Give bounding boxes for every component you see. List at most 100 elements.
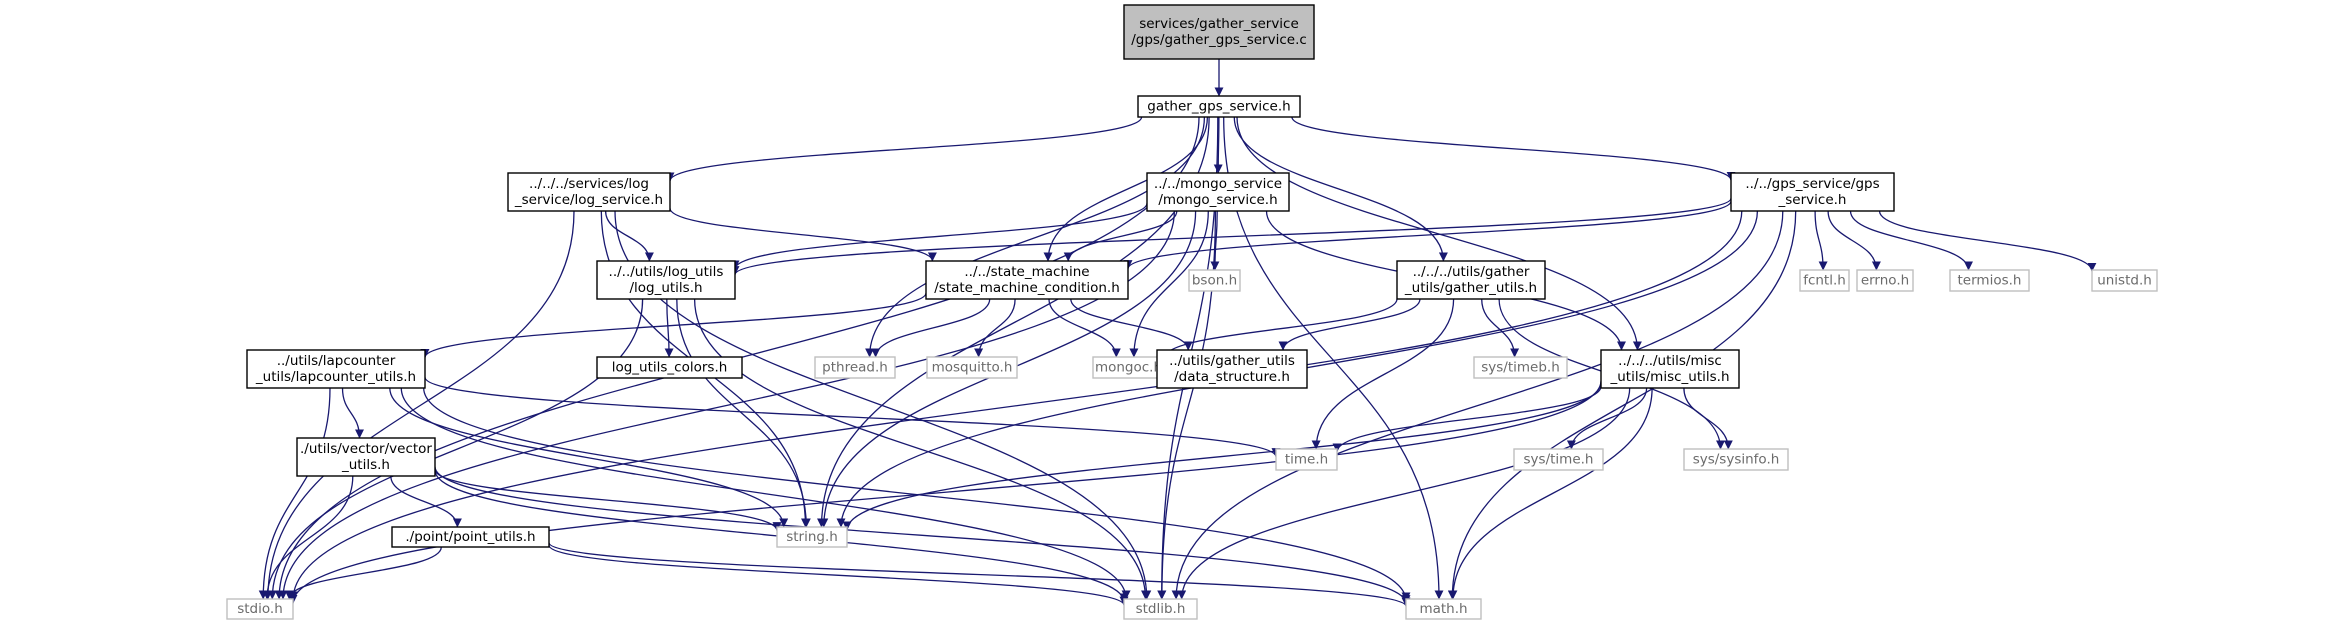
node-box <box>1146 172 1290 212</box>
edge-gather_gps_service_h-to-misc_utils_h <box>1236 116 1642 351</box>
node-data-structure-h[interactable]: ../utils/gather_utils/data_structure.h <box>1156 349 1308 389</box>
node-bson-h: bson.h <box>1188 269 1241 292</box>
node-label-line: termios.h <box>1958 273 2022 289</box>
node-time-h: time.h <box>1275 448 1338 471</box>
edge-gps_service_h-to-stdlib_h <box>1171 210 1784 600</box>
node-box <box>1123 598 1198 620</box>
node-label-line: ../utils/gather_utils <box>1169 353 1295 369</box>
node-label-line: ../../utils/log_utils <box>609 264 724 280</box>
node-log-service-h[interactable]: ../../../services/log_service/log_servic… <box>507 172 671 212</box>
node-label-line: ../../../utils/misc <box>1618 353 1722 369</box>
node-box <box>1396 260 1546 300</box>
node-label-line: _utils/lapcounter_utils.h <box>255 369 416 385</box>
node-point-utils-h[interactable]: ./point/point_utils.h <box>391 526 550 548</box>
edge-vector_utils_h-to-point_utils_h <box>390 475 462 528</box>
node-label-line: ./point/point_utils.h <box>405 529 535 545</box>
node-mosquitto-h: mosquitto.h <box>926 356 1018 379</box>
edge-gps_service_h-to-math_h <box>1447 210 1797 600</box>
node-mongo-service-h[interactable]: ../../mongo_service/mongo_service.h <box>1146 172 1290 212</box>
node-label-line: _service/log_service.h <box>514 192 663 208</box>
node-label-line: stdlib.h <box>1136 601 1186 617</box>
node-box <box>1683 448 1789 471</box>
edge-gps_service_h-to-unistd_h <box>1878 210 2097 272</box>
edge-misc_utils_h-to-stdlib_h <box>1177 387 1631 600</box>
node-log-utils-colors-h[interactable]: log_utils_colors.h <box>596 356 743 379</box>
node-termios-h: termios.h <box>1949 269 2030 292</box>
node-misc-utils-h[interactable]: ../../../utils/misc_utils/misc_utils.h <box>1600 349 1740 389</box>
edge-gps_service_h-to-fcntl_h <box>1814 210 1828 271</box>
node-label-line: _utils.h <box>341 457 390 473</box>
node-gps-service-h[interactable]: ../../gps_service/gps_service.h <box>1730 172 1895 212</box>
node-label-line: mosquitto.h <box>932 360 1013 376</box>
node-state-machine-condition-h[interactable]: ../../state_machine/state_machine_condit… <box>925 260 1129 300</box>
node-log-utils-h[interactable]: ../../utils/log_utils/log_utils.h <box>596 260 736 300</box>
edge-misc_utils_h-to-math_h <box>1448 387 1653 600</box>
node-label-line: sys/time.h <box>1524 452 1594 468</box>
edge-log_service_h-to-state_machine_condition_h <box>669 208 937 262</box>
node-label-line: /log_utils.h <box>629 280 702 296</box>
edge-layer <box>258 59 2097 607</box>
node-label-line: /mongo_service.h <box>1158 192 1277 208</box>
node-box <box>925 260 1129 300</box>
node-fcntl-h: fcntl.h <box>1799 269 1850 292</box>
node-label-line: math.h <box>1419 601 1467 617</box>
edge-log_service_h-to-log_utils_h <box>604 210 654 262</box>
edge-gather_utils_h-to-data_structure_h <box>1278 298 1421 351</box>
node-label-line: ../utils/lapcounter <box>277 353 396 369</box>
edge-point_utils_h-to-stdlib_h <box>548 544 1129 606</box>
node-label-line: gather_gps_service.h <box>1147 99 1290 115</box>
node-root: services/gather_service/gps/gather_gps_s… <box>1123 4 1315 60</box>
node-label-line: _utils/misc_utils.h <box>1609 369 1729 385</box>
node-label-line: unistd.h <box>2097 273 2152 289</box>
node-unistd-h: unistd.h <box>2091 269 2158 292</box>
node-box <box>2091 269 2158 292</box>
edge-gather_gps_service_h-to-state_machine_condition_h <box>1043 116 1209 262</box>
node-label-line: /data_structure.h <box>1174 369 1290 385</box>
node-errno-h: errno.h <box>1856 269 1914 292</box>
node-vector-utils-h[interactable]: ./utils/vector/vector_utils.h <box>296 437 436 477</box>
node-box <box>1600 349 1740 389</box>
edge-gather_gps_service_h-to-gps_service_h <box>1291 116 1736 181</box>
node-box <box>776 526 848 548</box>
node-label-line: /state_machine_condition.h <box>934 280 1120 296</box>
edge-mongo_service_h-to-state_machine_condition_h <box>1063 210 1178 262</box>
edge-lapcounter_utils_h-to-stdlib_h <box>400 387 1131 600</box>
node-box <box>814 356 896 379</box>
edge-log_utils_h-to-string_h <box>676 298 811 528</box>
node-label-line: fcntl.h <box>1803 273 1846 289</box>
node-box <box>1137 95 1301 118</box>
edge-gps_service_h-to-log_utils_h <box>730 197 1732 276</box>
edge-state_machine_condition_h-to-pthread_h <box>871 298 991 358</box>
edge-vector_utils_h-to-string_h <box>434 469 782 532</box>
node-sys-sysinfo-h: sys/sysinfo.h <box>1683 448 1789 471</box>
node-label-line: services/gather_service <box>1139 16 1299 32</box>
node-box <box>1473 356 1568 379</box>
edge-gps_service_h-to-state_machine_condition_h <box>1123 200 1732 270</box>
node-pthread-h: pthread.h <box>814 356 896 379</box>
edge-state_machine_condition_h-to-mosquitto_h <box>974 298 1016 358</box>
edge-lapcounter_utils_h-to-stdio_h <box>258 387 331 600</box>
edge-log_service_h-to-stdio_h <box>263 210 575 600</box>
edge-state_machine_condition_h-to-data_structure_h <box>1070 298 1193 351</box>
node-label-line: time.h <box>1285 452 1328 468</box>
node-mongoc-h: mongoc.h <box>1092 356 1165 379</box>
node-box <box>1856 269 1914 292</box>
node-label-line: ../../../utils/gather <box>1413 264 1530 280</box>
node-lapcounter-utils-h[interactable]: ../utils/lapcounter_utils/lapcounter_uti… <box>246 349 426 389</box>
node-box <box>926 356 1018 379</box>
node-box <box>1123 4 1315 60</box>
node-label-line: _service.h <box>1778 192 1847 208</box>
node-box <box>226 598 294 620</box>
node-box <box>507 172 671 212</box>
node-label-line: sys/sysinfo.h <box>1693 452 1780 468</box>
node-gather-gps-service-h[interactable]: gather_gps_service.h <box>1137 95 1301 118</box>
edge-gps_service_h-to-stdio_h <box>288 210 1743 601</box>
node-box <box>1405 598 1482 620</box>
node-label-line: ../../mongo_service <box>1154 176 1282 192</box>
node-box <box>596 356 743 379</box>
node-sys-time-h: sys/time.h <box>1513 448 1604 471</box>
node-gather-utils-h[interactable]: ../../../utils/gather_utils/gather_utils… <box>1396 260 1546 300</box>
node-sys-timeb-h: sys/timeb.h <box>1473 356 1568 379</box>
node-math-h: math.h <box>1405 598 1482 620</box>
